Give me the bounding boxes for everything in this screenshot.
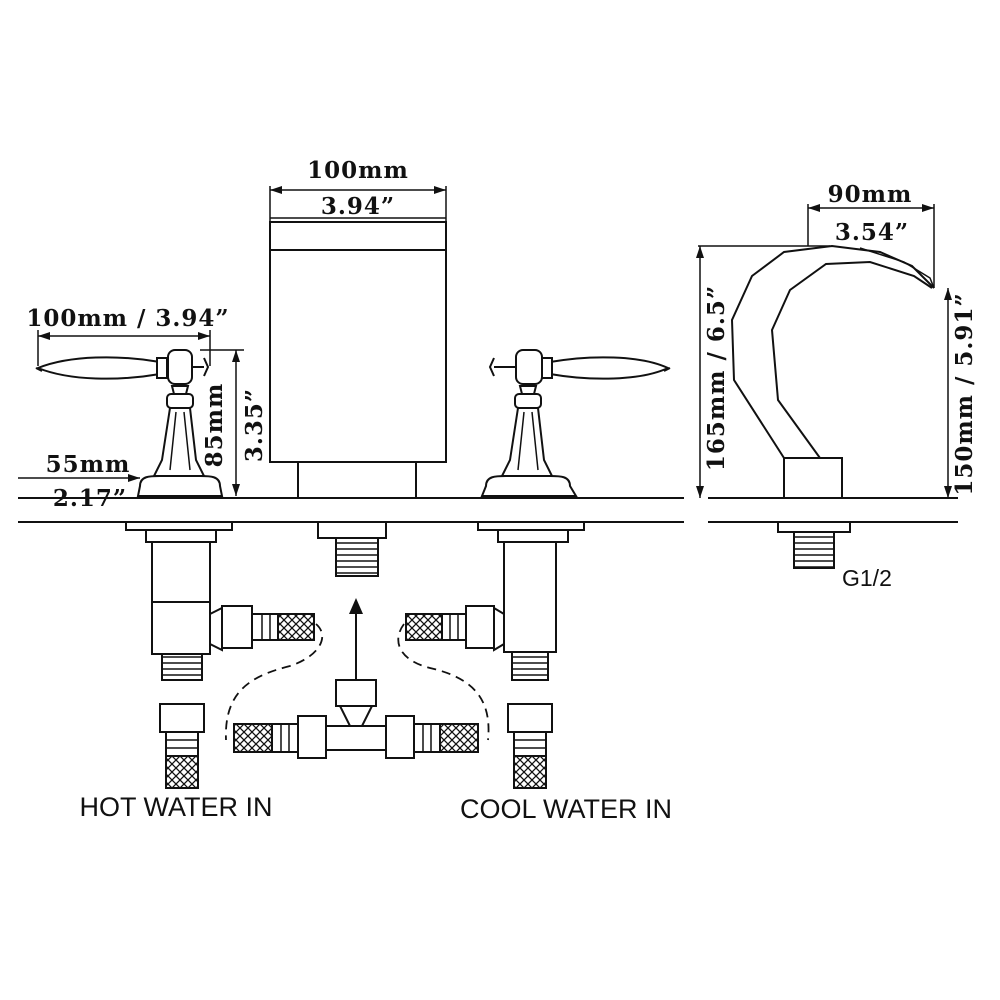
handle-height-in-label: 3.35” [241, 388, 268, 462]
flow-arrow [349, 598, 363, 680]
thread-size-label: G1/2 [842, 565, 892, 591]
spout-reach-mm-label: 90mm [828, 181, 913, 208]
spout-total-height-label: 165mm / 6.5” [703, 285, 730, 471]
right-valve-body [405, 521, 585, 681]
base-diameter-mm-label: 55mm [46, 451, 131, 478]
base-diameter-in-label: 2.17” [53, 485, 127, 512]
cool-water-label: COOL WATER IN [460, 794, 672, 824]
cool-supply-line [507, 703, 553, 789]
hot-water-label: HOT WATER IN [80, 792, 273, 822]
spout-width-in-label: 3.94” [321, 193, 395, 220]
left-handle-drawing [35, 349, 224, 497]
spout-reach-in-label: 3.54” [835, 219, 909, 246]
hot-supply-line [159, 703, 205, 789]
spout-side-drawing [708, 244, 958, 569]
right-handle-drawing [480, 349, 671, 497]
mixer-tee [233, 679, 479, 759]
spout-connector [317, 521, 387, 577]
dimension-lines [18, 186, 952, 498]
spout-outlet-height-label: 150mm / 5.91” [951, 292, 978, 495]
handle-height-mm-label: 85mm [201, 383, 228, 468]
spout-width-mm-label: 100mm [307, 157, 409, 184]
handle-spread-label: 100mm / 3.94” [26, 305, 229, 332]
hot-hose-dashed [225, 623, 324, 741]
cool-hose-dashed [397, 623, 490, 741]
spout-front-drawing [269, 221, 447, 499]
left-valve-body [125, 521, 315, 681]
